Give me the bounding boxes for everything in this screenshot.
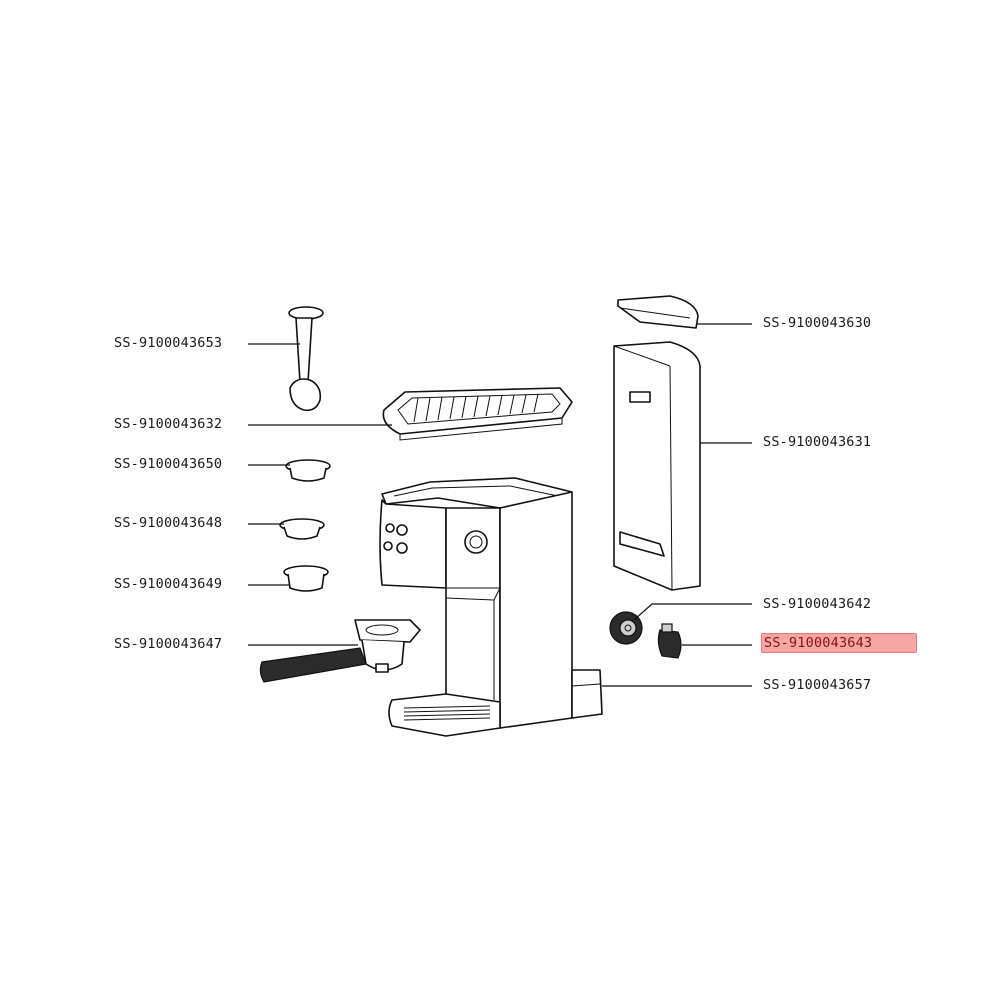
leader-lines [248,323,752,687]
part-number-knob-small-highlighted[interactable]: SS-9100043643 [761,633,917,653]
tamper-spoon-part [288,306,324,412]
part-number-knob: SS-9100043642 [763,596,872,612]
water-tank-part [613,341,701,591]
part-number-portafilter: SS-9100043647 [114,636,223,652]
machine-body-part [379,477,603,737]
part-number-water-tank: SS-9100043631 [763,434,872,450]
filter-ese-part [283,565,329,592]
part-number-filter-ese: SS-9100043649 [114,576,223,592]
filter-one-cup-part [285,459,331,482]
part-number-filter-one-cup: SS-9100043650 [114,456,223,472]
part-number-tamper: SS-9100043653 [114,335,223,351]
part-number-filter-two-cup: SS-9100043648 [114,515,223,531]
drip-tray-grid-part [382,387,573,441]
portafilter-part [259,619,421,683]
part-number-drip-tray-grid: SS-9100043632 [114,416,223,432]
filter-two-cup-part [279,518,325,540]
tank-lid-part [617,295,699,329]
knob-small-part [657,623,682,659]
part-number-tank-lid: SS-9100043630 [763,315,872,331]
part-number-drip-tray-cover: SS-9100043657 [763,677,872,693]
